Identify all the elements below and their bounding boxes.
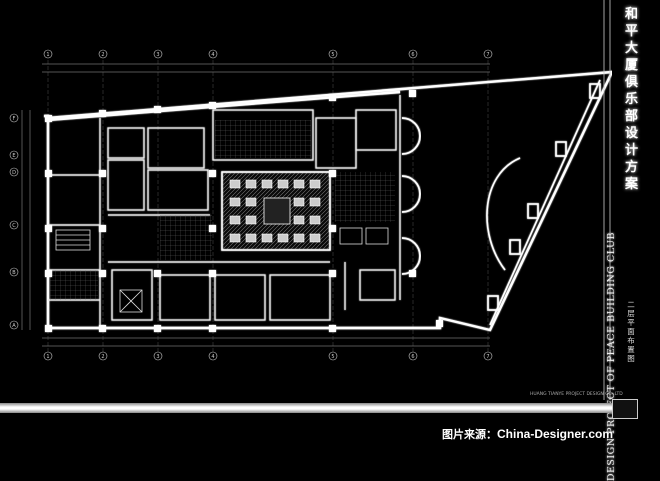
grid-label: 1 — [46, 354, 49, 360]
grid-label: C — [12, 223, 16, 229]
grid-bubble-labels: 1 2 3 4 5 6 7 1 2 3 4 5 6 7 F E D C B A — [12, 52, 490, 360]
watermark-prefix: 图片来源： — [442, 428, 497, 441]
grid-label: 5 — [331, 354, 334, 360]
curved-facade — [486, 79, 601, 326]
grid-label: 4 — [211, 52, 214, 58]
interior-walls — [48, 95, 401, 328]
grid-label: 3 — [156, 52, 159, 58]
drawing-name: 二层平面布置图 — [627, 300, 635, 363]
source-watermark: 图片来源：China-Designer.com — [442, 426, 613, 442]
grid-label: A — [12, 323, 16, 329]
project-title: 和平大厦俱乐部设计方案 — [624, 7, 639, 192]
grid-label: D — [12, 170, 16, 176]
grid-bubbles-top — [9, 49, 493, 361]
grid-label: 2 — [101, 52, 104, 58]
firm-line: HUANG TIANYE PROJECT DESIGN CO.,LTD — [530, 392, 623, 397]
bay-windows — [401, 117, 421, 275]
grid-label: 6 — [411, 52, 414, 58]
main-hall — [221, 171, 331, 251]
grid-label: 5 — [331, 52, 334, 58]
firm-logo-icon — [612, 399, 638, 419]
project-subtitle: DESIGN PROJECT OF PEACE BUILDING CLUB — [606, 232, 617, 481]
grid-label: F — [13, 116, 16, 122]
grid-label: E — [12, 153, 15, 159]
stairs-and-lifts — [55, 227, 389, 313]
grid-label: 7 — [486, 52, 489, 58]
grid-label: 2 — [101, 354, 104, 360]
title-block-border — [603, 0, 611, 400]
grid-label: 3 — [156, 354, 159, 360]
floor-plan-drawing: 1 2 3 4 5 6 7 1 2 3 4 5 6 7 F E D C B A — [9, 0, 612, 400]
dimension-lines — [21, 63, 490, 347]
grid-label: 7 — [486, 354, 489, 360]
structural-columns — [45, 90, 443, 332]
grid-label: 1 — [46, 52, 49, 58]
bottom-border-strip — [0, 403, 612, 413]
tiled-areas — [50, 120, 395, 300]
watermark-site: China-Designer.com — [497, 427, 614, 441]
grid-label: 6 — [411, 354, 414, 360]
grid-label: B — [12, 270, 16, 276]
grid-label: 4 — [211, 354, 214, 360]
